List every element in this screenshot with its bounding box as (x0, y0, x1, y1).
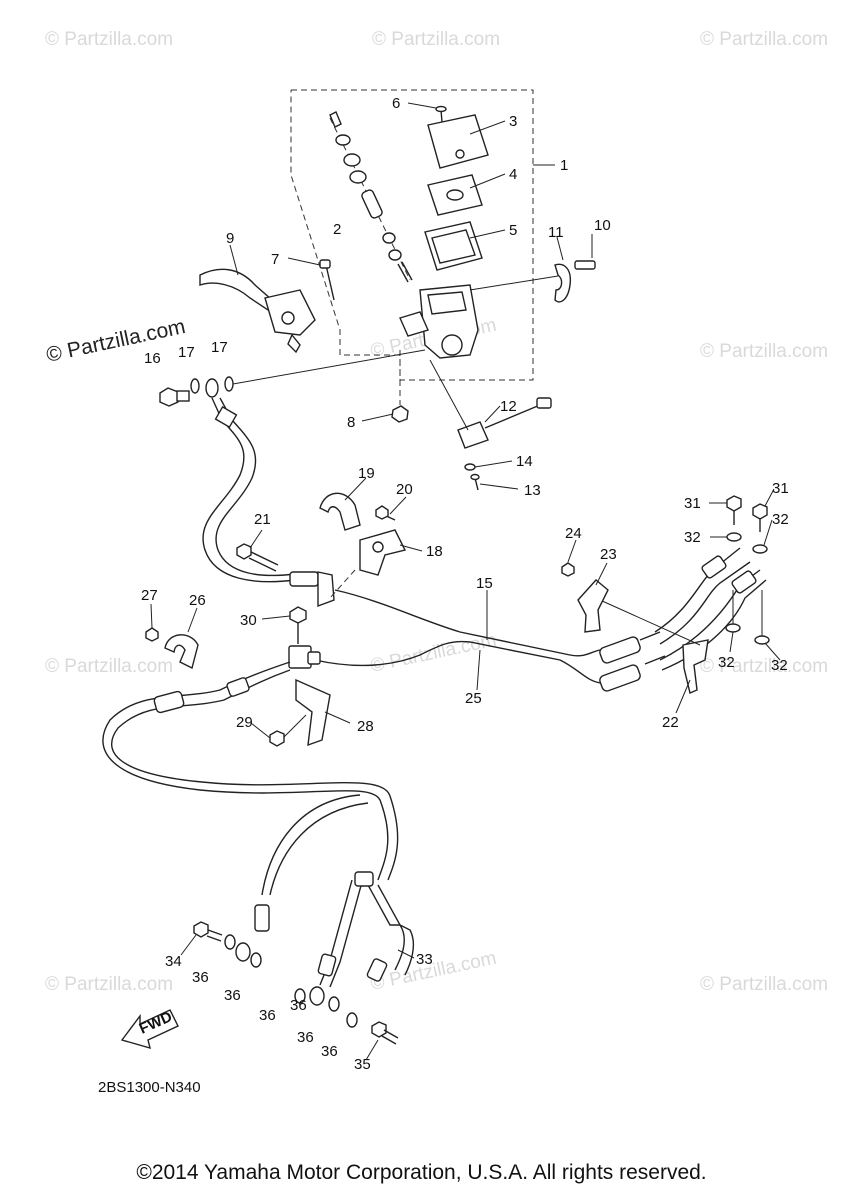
callout-34: 34 (165, 953, 182, 970)
callout-36e: 36 (321, 1043, 338, 1060)
callout-31b: 31 (772, 480, 789, 497)
bolt-21 (236, 543, 279, 572)
handlebar-bracket (469, 260, 596, 303)
callout-12: 12 (500, 398, 517, 415)
callout-17a: 17 (178, 344, 195, 361)
copyright-footer: ©2014 Yamaha Motor Corporation, U.S.A. A… (136, 1161, 707, 1184)
callout-4: 4 (509, 166, 517, 183)
callouts: 1 2 3 4 5 6 7 8 9 10 11 12 13 14 15 16 1… (141, 95, 789, 1073)
right-fittings (599, 631, 666, 692)
watermarks: © Partzilla.com © Partzilla.com © Partzi… (44, 29, 828, 995)
callout-24: 24 (565, 525, 582, 542)
brake-pipes (314, 547, 767, 692)
callout-3: 3 (509, 113, 517, 130)
watermark-main: © Partzilla.com (44, 315, 187, 367)
callout-14: 14 (516, 453, 533, 470)
callout-20: 20 (396, 481, 413, 498)
watermark: © Partzilla.com (700, 656, 828, 677)
callout-5: 5 (509, 222, 517, 239)
callout-36a: 36 (192, 969, 209, 986)
diagram-code: 2BS1300-N340 (98, 1079, 201, 1096)
watermark: © Partzilla.com (45, 974, 173, 995)
callout-36f: 36 (290, 997, 307, 1014)
watermark: © Partzilla.com (700, 29, 828, 50)
callout-15: 15 (476, 575, 493, 592)
callout-10: 10 (594, 217, 611, 234)
watermark: © Partzilla.com (372, 29, 500, 50)
bracket-22 (599, 599, 709, 694)
callout-1: 1 (560, 157, 568, 174)
watermark: © Partzilla.com (369, 948, 499, 995)
callout-17b: 17 (211, 339, 228, 356)
brake-lever (199, 268, 316, 354)
watermark: © Partzilla.com (700, 341, 828, 362)
diaphragm-plate (427, 174, 483, 216)
callout-22: 22 (662, 714, 679, 731)
callout-25: 25 (465, 690, 482, 707)
watermark: © Partzilla.com (45, 29, 173, 50)
watermark: © Partzilla.com (700, 974, 828, 995)
leader-lines (150, 102, 781, 1061)
piston-kit (329, 111, 413, 283)
fwd-arrow-icon: FWD (120, 1008, 179, 1050)
callout-36c: 36 (259, 1007, 276, 1024)
brake-switch (429, 359, 552, 491)
callout-11: 11 (548, 224, 564, 241)
watermark: © Partzilla.com (45, 656, 173, 677)
callout-2: 2 (333, 221, 341, 238)
callout-33: 33 (416, 951, 433, 968)
callout-21: 21 (254, 511, 271, 528)
reservoir-cap (427, 114, 489, 169)
callout-36d: 36 (297, 1029, 314, 1046)
callout-32b: 32 (772, 511, 789, 528)
master-cylinder-group (290, 89, 555, 423)
bracket-23 (561, 562, 609, 633)
callout-6: 6 (392, 95, 400, 112)
callout-28: 28 (357, 718, 374, 735)
callout-19: 19 (358, 465, 375, 482)
lower-fasteners (193, 921, 399, 1045)
union-bolt-assembly (159, 349, 426, 407)
callout-36b: 36 (224, 987, 241, 1004)
joint-block (288, 606, 321, 669)
clamp-26 (145, 627, 199, 670)
diaphragm (424, 221, 483, 271)
callout-18: 18 (426, 543, 443, 560)
callout-23: 23 (600, 546, 617, 563)
callout-32a: 32 (684, 529, 701, 546)
callout-7: 7 (271, 251, 279, 268)
callout-16: 16 (144, 350, 161, 367)
callout-26: 26 (189, 592, 206, 609)
master-cylinder-body (399, 284, 479, 359)
bolts-31-washers-32 (725, 495, 770, 645)
callout-31a: 31 (684, 495, 701, 512)
callout-9: 9 (226, 230, 234, 247)
callout-13: 13 (524, 482, 541, 499)
callout-35: 35 (354, 1056, 371, 1073)
callout-30: 30 (240, 612, 257, 629)
bracket-28 (269, 678, 331, 747)
hose-clamp (319, 492, 407, 599)
upper-hose (202, 397, 335, 608)
callout-32d: 32 (771, 657, 788, 674)
callout-32c: 32 (718, 654, 735, 671)
callout-8: 8 (347, 414, 355, 431)
callout-27: 27 (141, 587, 158, 604)
lower-hoses (102, 661, 414, 988)
callout-29: 29 (236, 714, 253, 731)
